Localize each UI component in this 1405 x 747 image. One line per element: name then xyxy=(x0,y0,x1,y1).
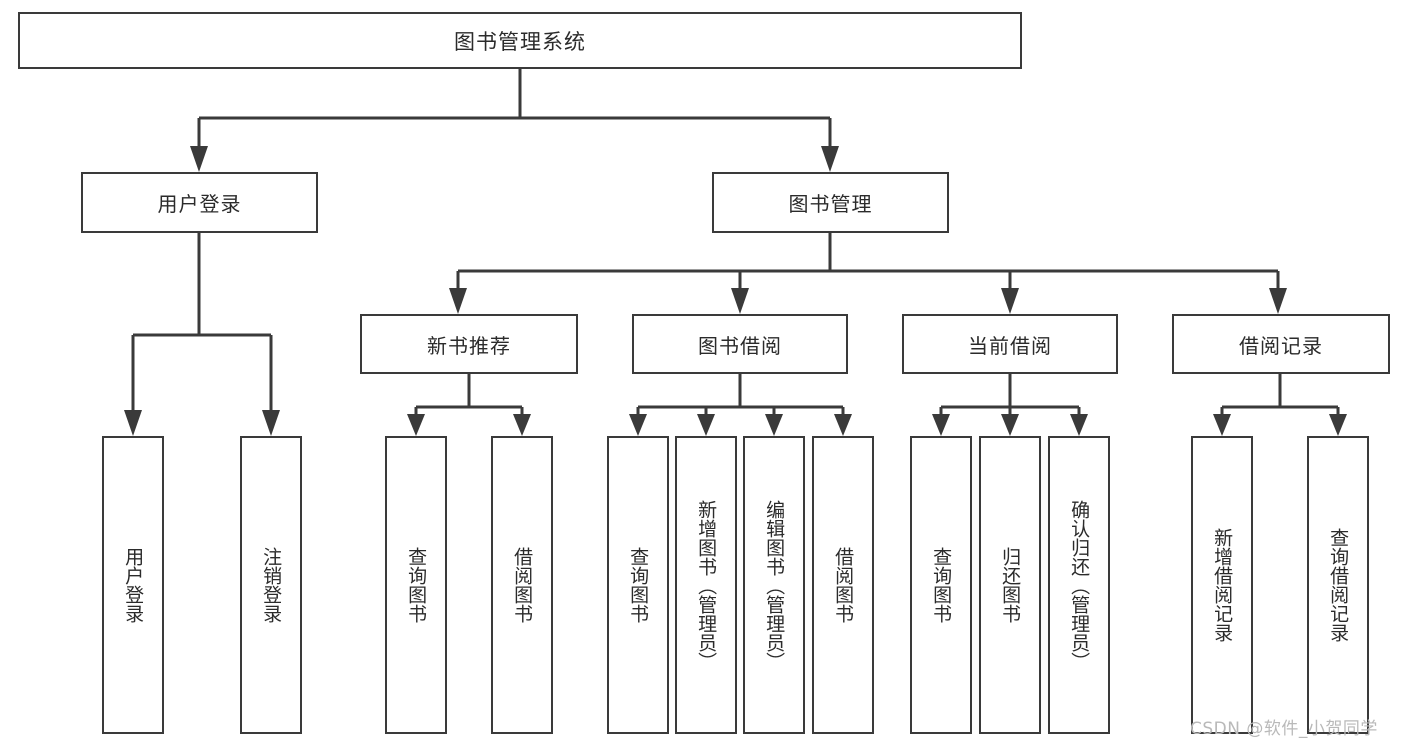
node-leaf-confirm-return[interactable]: 确认归还（管理员） xyxy=(1048,436,1110,734)
node-label: 查询图书 xyxy=(930,547,953,623)
node-label: 编辑图书（管理员） xyxy=(763,499,786,671)
node-label: 注销登录 xyxy=(260,547,283,623)
node-label: 当前借阅 xyxy=(968,333,1052,358)
node-user-login[interactable]: 用户登录 xyxy=(81,172,318,233)
node-label: 新增借阅记录 xyxy=(1211,528,1234,642)
node-label: 用户登录 xyxy=(157,192,242,216)
node-label: 图书借阅 xyxy=(698,333,782,358)
node-label: 查询图书 xyxy=(627,547,650,623)
node-label: 查询图书 xyxy=(405,547,428,623)
node-book-management[interactable]: 图书管理 xyxy=(712,172,949,233)
node-label: 新书推荐 xyxy=(427,333,511,358)
node-label: 借阅图书 xyxy=(511,547,534,623)
node-book-borrow[interactable]: 图书借阅 xyxy=(632,314,848,374)
node-leaf-query-book-current[interactable]: 查询图书 xyxy=(910,436,972,734)
node-label: 查询借阅记录 xyxy=(1327,528,1350,642)
node-leaf-add-book[interactable]: 新增图书（管理员） xyxy=(675,436,737,734)
node-label: 图书管理系统 xyxy=(454,29,586,54)
node-leaf-logout[interactable]: 注销登录 xyxy=(240,436,302,734)
node-leaf-query-borrow-record[interactable]: 查询借阅记录 xyxy=(1307,436,1369,734)
node-label: 图书管理 xyxy=(788,192,873,216)
node-label: 归还图书 xyxy=(999,547,1022,623)
node-root-book-management-system[interactable]: 图书管理系统 xyxy=(18,12,1022,69)
node-new-book-recommend[interactable]: 新书推荐 xyxy=(360,314,578,374)
node-label: 用户登录 xyxy=(122,547,145,623)
node-leaf-borrow-book[interactable]: 借阅图书 xyxy=(812,436,874,734)
node-leaf-add-borrow-record[interactable]: 新增借阅记录 xyxy=(1191,436,1253,734)
node-leaf-edit-book[interactable]: 编辑图书（管理员） xyxy=(743,436,805,734)
node-leaf-user-login[interactable]: 用户登录 xyxy=(102,436,164,734)
node-leaf-query-book-borrow[interactable]: 查询图书 xyxy=(607,436,669,734)
node-label: 借阅记录 xyxy=(1239,333,1323,358)
node-label: 借阅图书 xyxy=(832,547,855,623)
node-label: 新增图书（管理员） xyxy=(695,499,718,671)
node-leaf-query-book-recommend[interactable]: 查询图书 xyxy=(385,436,447,734)
node-label: 确认归还（管理员） xyxy=(1068,499,1091,671)
node-leaf-borrow-book-recommend[interactable]: 借阅图书 xyxy=(491,436,553,734)
csdn-watermark: CSDN @软件_小贺同学 xyxy=(1190,719,1378,739)
node-current-borrow[interactable]: 当前借阅 xyxy=(902,314,1118,374)
node-leaf-return-book[interactable]: 归还图书 xyxy=(979,436,1041,734)
node-borrow-record[interactable]: 借阅记录 xyxy=(1172,314,1390,374)
